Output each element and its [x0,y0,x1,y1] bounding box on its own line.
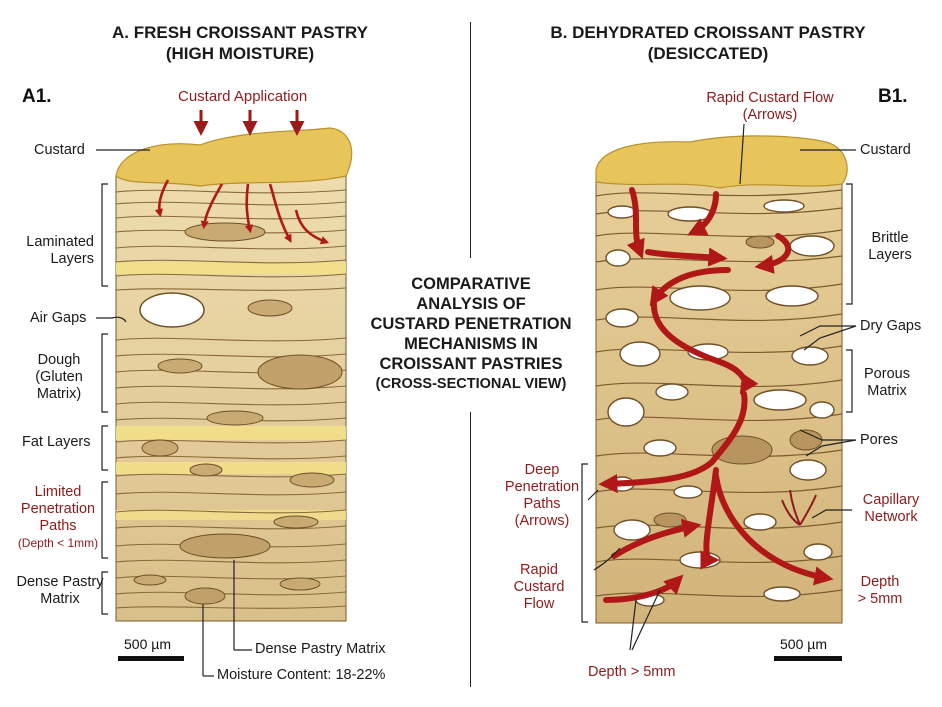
panel-b-title-line1: B. DEHYDRATED CROISSANT PASTRY [550,23,866,42]
label-depth-right: Depth > 5mm [850,574,910,608]
panel-a-title: A. FRESH CROISSANT PASTRY (HIGH MOISTURE… [40,22,440,64]
panel-a-layer-lines [115,189,347,609]
label-brittle-line1: Brittle [871,230,909,246]
panel-a-air-cells [133,222,343,605]
label-air-gaps: Air Gaps [30,310,87,326]
label-laminated-line2: Layers [50,251,94,267]
label-capillary-line1: Capillary [862,492,920,508]
panel-a-title-line1: A. FRESH CROISSANT PASTRY [112,23,368,42]
label-dense-pastry-matrix-left: Dense Pastry Matrix [10,574,110,608]
panel-a-brackets [101,183,108,615]
divider-bottom [470,412,471,687]
panel-b-flow-arrows [598,187,834,603]
label-rapid-top-line2: (Arrows) [742,107,798,123]
label-dough-line1: Dough [37,352,81,368]
label-laminated-line1: Laminated [26,234,94,250]
label-rapid-left-line3: Flow [523,596,555,612]
panel-a-id: A1. [22,86,52,107]
panel-b-title: B. DEHYDRATED CROISSANT PASTRY (DESICCAT… [488,22,928,64]
label-deep-line3: Paths [523,496,561,512]
label-capillary-line2: Network [864,509,918,525]
label-rapid-left-line1: Rapid [520,562,558,578]
panel-b-id: B1. [878,86,908,107]
panel-b-strands [595,189,843,598]
label-dough-gluten-matrix: Dough (Gluten Matrix) [24,352,94,403]
label-laminated-layers: Laminated Layers [10,234,94,268]
label-limited-line3: Paths [39,518,77,534]
label-porous-matrix: Porous Matrix [856,366,918,400]
label-deep-line4: (Arrows) [514,513,570,529]
panel-b-title-line2: (DESICCATED) [647,44,769,63]
panel-a-title-line2: (HIGH MOISTURE) [165,44,315,63]
label-limited-line2: Penetration [20,501,96,517]
label-brittle-layers: Brittle Layers [858,230,922,264]
label-rapid-custard-flow-left: Rapid Custard Flow [504,562,574,613]
center-title-line4: MECHANISMS IN [404,335,538,353]
center-title-line1: COMPARATIVE [411,275,531,293]
panel-b-capillary-network [781,489,817,526]
panel-a-scale-bar [118,656,184,661]
panel-b-scale-bar [774,656,842,661]
label-dough-line3: Matrix) [36,386,82,402]
label-deep-line1: Deep [524,462,560,478]
label-rapid-left-line2: Custard [513,579,565,595]
label-deep-penetration-paths: Deep Penetration Paths (Arrows) [500,462,584,530]
label-porous-line2: Matrix [867,383,907,399]
label-fat-layers: Fat Layers [22,434,91,450]
label-moisture-content: Moisture Content: 18-22% [217,667,386,683]
center-title-line2: ANALYSIS OF [416,295,526,313]
label-porous-line1: Porous [864,366,910,382]
label-limited-penetration: Limited Penetration Paths (Depth < 1mm) [10,484,106,552]
label-brittle-line2: Layers [868,247,912,263]
label-capillary-network: Capillary Network [854,492,928,526]
label-rapid-custard-flow-top: Rapid Custard Flow (Arrows) [690,90,850,124]
label-dense-pastry-matrix-bottom: Dense Pastry Matrix [255,641,386,657]
panel-a-section [96,110,353,677]
panel-a-leaders [96,149,252,677]
center-title-line5: CROISSANT PASTRIES [379,355,563,373]
panel-a-custard [115,127,353,187]
divider-top [470,22,471,258]
label-limited-depth: (Depth < 1mm) [17,536,99,550]
center-title: COMPARATIVE ANALYSIS OF CUSTARD PENETRAT… [352,274,590,394]
panel-b-pores [605,199,835,607]
label-depth-right-line2: > 5mm [857,591,903,607]
label-a-custard: Custard [34,142,85,158]
label-limited-line1: Limited [34,484,82,500]
center-title-line6: (CROSS-SECTIONAL VIEW) [375,376,567,392]
panel-a-application-arrows [193,110,305,136]
panel-b-scale-label: 500 µm [780,636,827,652]
label-b-custard: Custard [860,142,911,158]
panel-b-leaders [587,123,857,651]
label-pores: Pores [860,432,898,448]
label-dry-gaps: Dry Gaps [860,318,922,334]
panel-b-section [581,123,857,651]
label-deep-line2: Penetration [504,479,580,495]
label-custard-application: Custard Application [178,88,308,105]
panel-a-scale-label: 500 µm [124,636,171,652]
label-dough-line2: (Gluten [35,369,83,385]
panel-b-custard [595,135,848,189]
label-dense-line2: Matrix [40,591,80,607]
center-title-line3: CUSTARD PENETRATION [370,315,572,333]
panel-a-penetration-arrows [154,179,330,245]
label-dense-line1: Dense Pastry [16,574,104,590]
label-rapid-top-line1: Rapid Custard Flow [706,90,834,106]
panel-b-brackets [581,183,853,623]
label-depth-bottom: Depth > 5mm [588,664,676,680]
label-depth-right-line1: Depth [860,574,900,590]
